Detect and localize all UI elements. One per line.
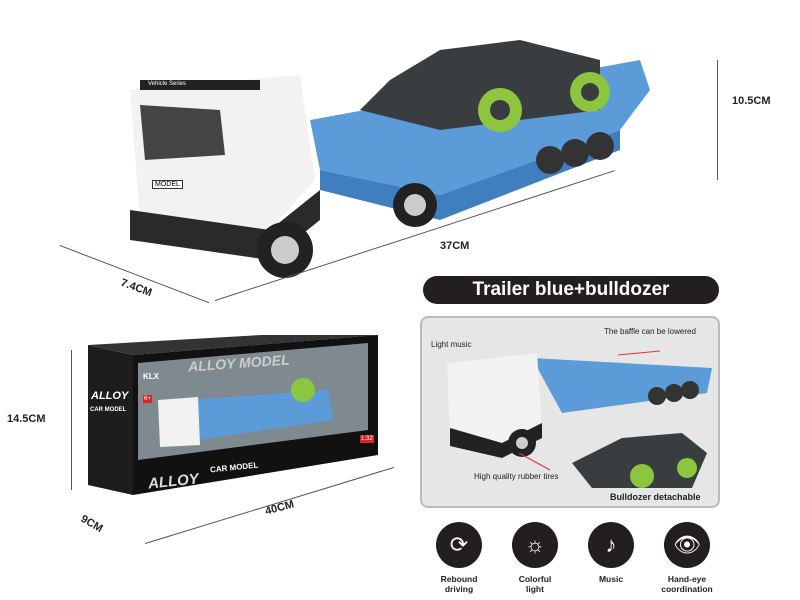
truck-product-image: Vehicle Series MODEL (60, 20, 720, 300)
feature-label: Hand-eye (667, 574, 707, 584)
feature-label: Colorful (518, 574, 552, 584)
cab-banner-text: Vehicle Series (148, 81, 187, 87)
dimension-length-truck: 37CM (440, 240, 470, 252)
feature-truck-drawing (447, 350, 712, 488)
bulldozer-note: Bulldozer detachable (610, 492, 701, 502)
feature-label: light (526, 584, 544, 594)
package-drawing (88, 330, 378, 495)
package-box: KLX ALLOY MODEL 6+ 1:32 ALLOY CAR MODEL … (88, 330, 388, 495)
brand-logo: KLX (143, 372, 159, 381)
feature-label: Rebound (440, 574, 478, 584)
tires-note: High quality rubber tires (474, 472, 559, 481)
feature-panel: Light music The baffle can be lowered Hi… (420, 316, 720, 508)
side-subtitle: CAR MODEL (90, 407, 127, 413)
dimension-line (71, 350, 72, 490)
product-title: Trailer blue+bulldozer (423, 276, 719, 304)
baffle-note: The baffle can be lowered (604, 327, 696, 336)
music-note-icon: ♪ (588, 522, 634, 568)
feature-label: Music (598, 574, 624, 584)
feature-label: coordination (661, 584, 713, 594)
dimension-line (717, 60, 718, 180)
scale-badge: 1:32 (360, 435, 374, 443)
side-logo: ALLOY (91, 390, 129, 402)
light-music-note: Light music (431, 340, 472, 349)
dimension-height-box: 14.5CM (7, 413, 46, 425)
feature-label: driving (444, 584, 474, 594)
feature-music: ♪ Music (580, 522, 642, 594)
dimension-height-truck: 10.5CM (732, 95, 771, 107)
eye-icon: 👁 (664, 522, 710, 568)
truck-drawing (130, 40, 650, 278)
rebound-icon: ⟳ (436, 522, 482, 568)
dimension-width-box: 9CM (78, 512, 105, 536)
grille-badge: MODEL (152, 180, 183, 189)
light-bulb-icon: ☼ (512, 522, 558, 568)
age-badge: 6+ (143, 395, 152, 403)
